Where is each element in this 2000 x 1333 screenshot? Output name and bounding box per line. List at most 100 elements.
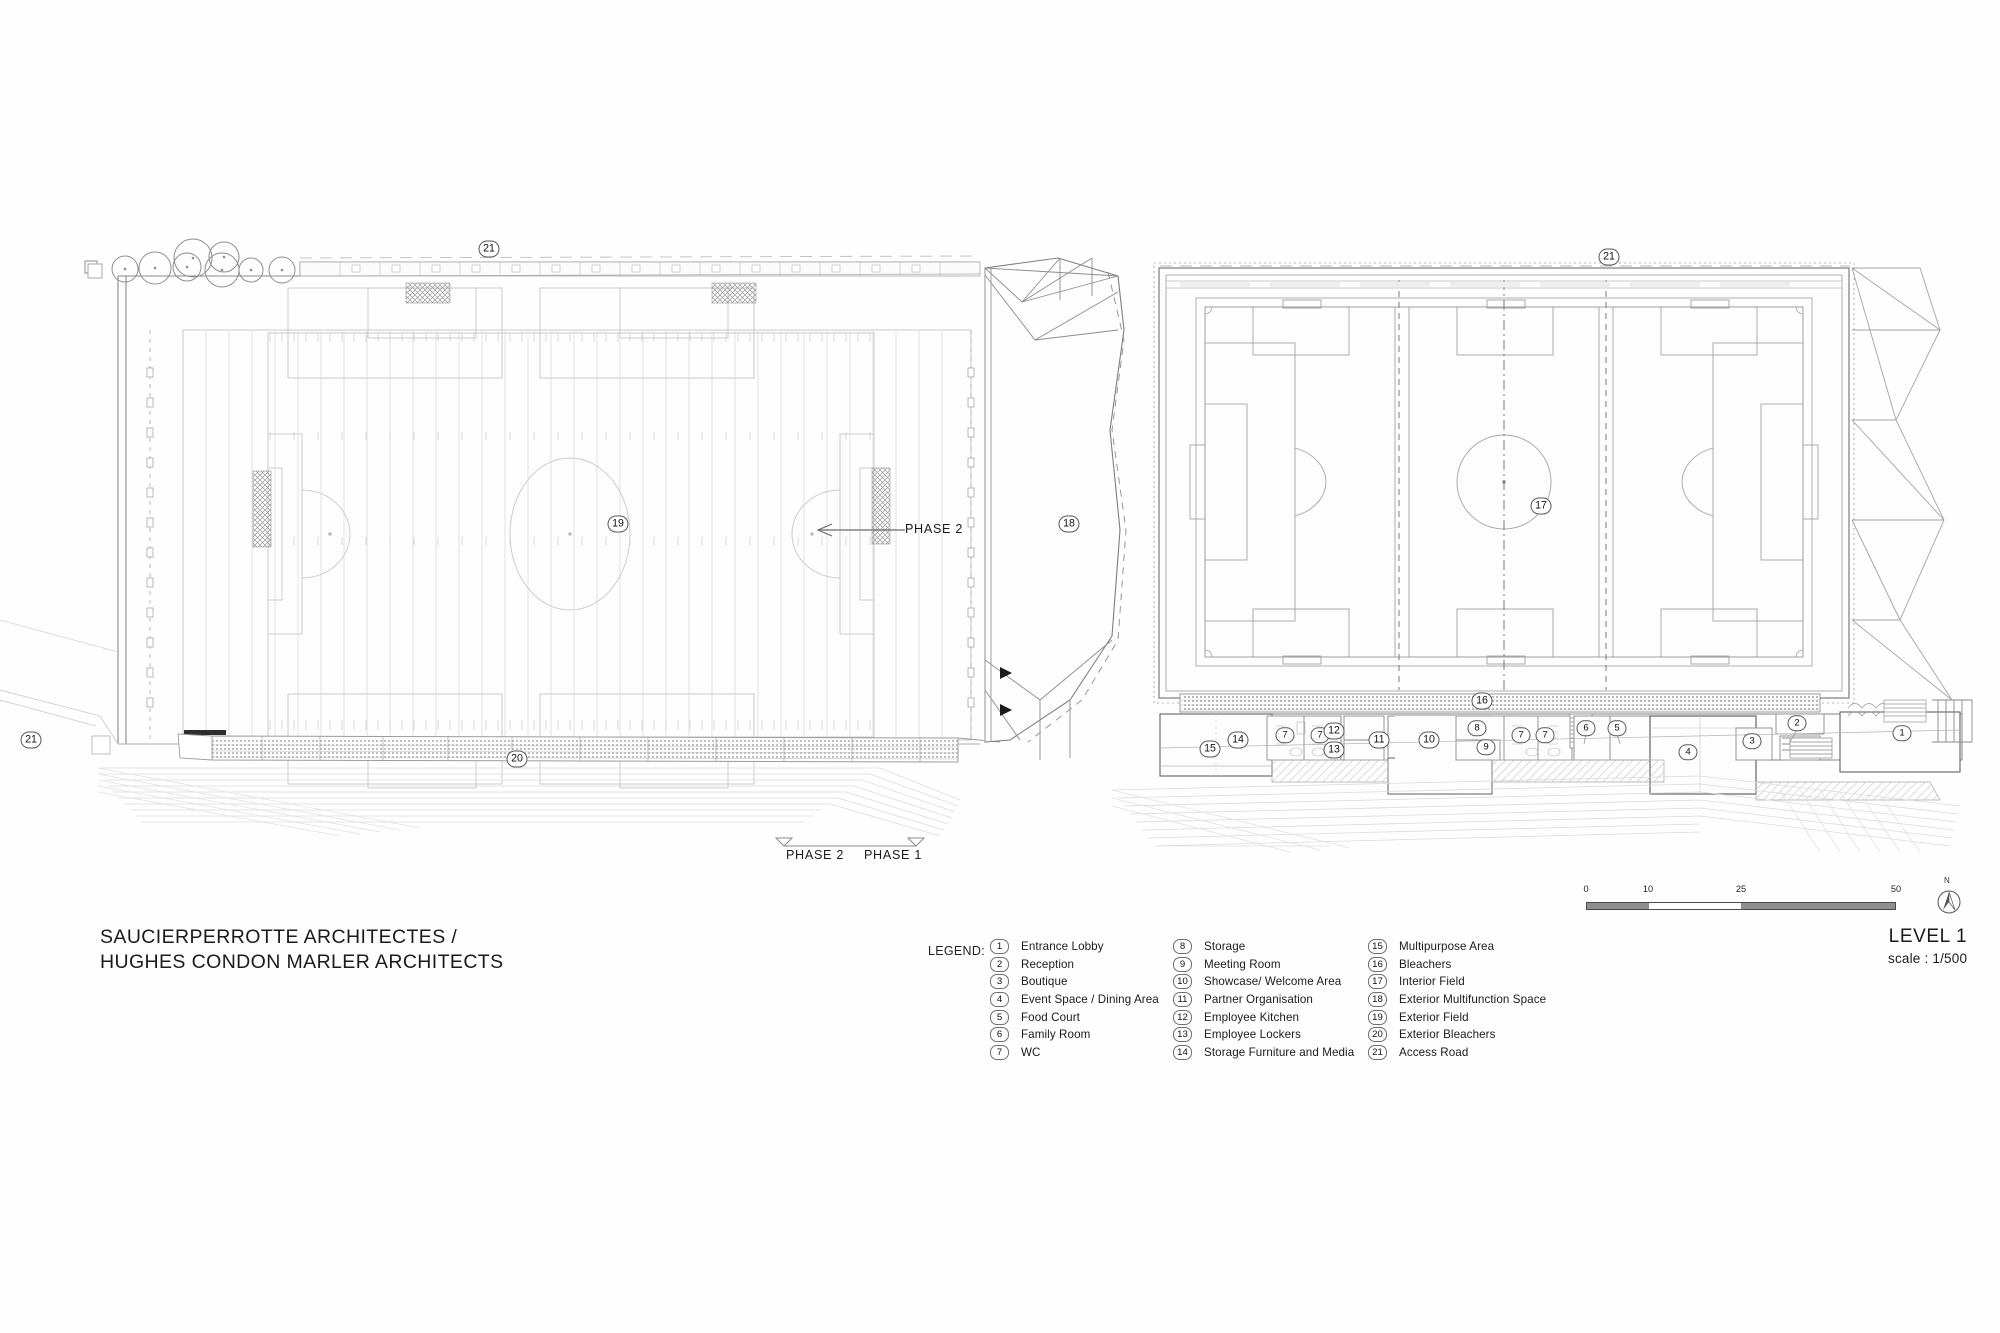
level-label: LEVEL 1: [1888, 926, 1968, 947]
legend-number: 16: [1368, 956, 1387, 972]
terrain-fan-right: [1111, 789, 1921, 853]
site-boundary-west: [0, 619, 119, 755]
tag-8-storage: 8: [1467, 720, 1487, 736]
legend-label: Storage Furniture and Media: [1204, 1045, 1355, 1059]
legend-row: 18 Exterior Multifunction Space: [1368, 991, 1546, 1009]
tag-16-bleachers: 16: [1471, 692, 1493, 710]
corner-reference-box: [87, 263, 103, 279]
room-11-extension: [1387, 757, 1493, 795]
legend-number: 20: [1368, 1027, 1387, 1043]
tag-10-showcase: 10: [1418, 731, 1440, 749]
legend-number: 15: [1368, 939, 1387, 955]
firm-line-1: SAUCIERPERROTTE ARCHITECTES /: [100, 926, 458, 948]
legend-label: Storage: [1204, 940, 1246, 954]
legend-label: Exterior Field: [1399, 1010, 1469, 1024]
legend-row: 17 Interior Field: [1368, 973, 1546, 991]
wc-fixtures-b: [1512, 725, 1561, 757]
tag-21-top-left: 21: [478, 240, 500, 258]
firm-line-2: HUGHES CONDON MARLER ARCHITECTS: [100, 951, 504, 973]
legend-label: Entrance Lobby: [1021, 940, 1104, 954]
lobby-curtain-detail: [1847, 703, 1891, 717]
label-phase2-key: PHASE 2: [785, 848, 845, 862]
legend-number: 2: [990, 956, 1009, 972]
tag-9-meeting: 9: [1476, 739, 1496, 755]
label-phase2-field: PHASE 2: [904, 522, 964, 536]
legend-label: Food Court: [1021, 1010, 1080, 1024]
tag-19-ext-field: 19: [607, 515, 629, 533]
legend-label: Interior Field: [1399, 975, 1465, 989]
view-direction-markers: [1000, 667, 1012, 716]
legend-number: 17: [1368, 974, 1387, 990]
tag-3-boutique: 3: [1742, 733, 1762, 749]
multifunction-dashed-edge: [1027, 271, 1127, 743]
tag-21-top-right: 21: [1598, 248, 1620, 266]
legend-label: Exterior Multifunction Space: [1399, 993, 1547, 1007]
terrain-contours-right: [1111, 775, 1961, 847]
legend-number: 1: [990, 939, 1009, 955]
scale-bar-graphic: [1586, 902, 1896, 910]
access-road-north-left: [299, 255, 981, 259]
legend-number: 5: [990, 1009, 1009, 1025]
exterior-field-outline: [182, 329, 972, 741]
terrain-fan-left: [97, 767, 421, 837]
legend-row: 21 Access Road: [1368, 1044, 1546, 1062]
north-arrow-icon: [1937, 890, 1961, 914]
legend-column-1: 1 Entrance Lobby 2 Reception 3 Boutique 4 Event…: [990, 938, 1159, 1061]
tag-13-lockers: 13: [1323, 741, 1345, 759]
legend-number: 4: [990, 992, 1009, 1008]
legend-number: 3: [990, 974, 1009, 990]
legend-label: Partner Organisation: [1204, 993, 1313, 1007]
legend-label: Meeting Room: [1204, 957, 1281, 971]
legend-row: 2 Reception: [990, 956, 1159, 974]
legend-number: 10: [1173, 974, 1192, 990]
legend-label: Showcase/ Welcome Area: [1204, 975, 1342, 989]
legend-number: 19: [1368, 1009, 1387, 1025]
legend-number: 21: [1368, 1044, 1387, 1060]
tree-symbols: [84, 238, 296, 288]
interior-bleachers-16: [1179, 693, 1821, 713]
legend-label: Event Space / Dining Area: [1021, 993, 1159, 1007]
legend-row: 19 Exterior Field: [1368, 1008, 1546, 1026]
level-title-block: LEVEL 1 scale : 1/500: [1888, 926, 1967, 966]
terrain-contours-left: [98, 767, 961, 837]
tag-7d-wc: 7: [1535, 727, 1555, 743]
legend-row: 4 Event Space / Dining Area: [990, 991, 1159, 1009]
left-fence-posts: [146, 367, 975, 708]
legend-label: Boutique: [1021, 975, 1068, 989]
legend-row: 3 Boutique: [990, 973, 1159, 991]
pitch-dividers: [1398, 280, 1607, 690]
legend-label: Employee Kitchen: [1204, 1010, 1300, 1024]
tag-18-multifunc: 18: [1058, 515, 1080, 533]
scale-label: scale : 1/500: [1888, 951, 1968, 966]
legend-number: 18: [1368, 992, 1387, 1008]
scale-tick: 10: [1642, 884, 1654, 894]
tag-20-ext-bleach: 20: [506, 750, 528, 768]
program-bar-guidelines: [1159, 729, 1963, 767]
legend-label: Access Road: [1399, 1045, 1469, 1059]
legend-label: Reception: [1021, 957, 1075, 971]
legend-label: Bleachers: [1399, 957, 1452, 971]
legend-label: Exterior Bleachers: [1399, 1028, 1496, 1042]
legend-number: 13: [1173, 1027, 1192, 1043]
exterior-bleachers: [177, 730, 1001, 763]
legend-number: 11: [1173, 992, 1192, 1008]
phase-split-marker: [774, 837, 926, 847]
tag-4-event: 4: [1678, 744, 1698, 760]
legend-row: 10 Showcase/ Welcome Area: [1173, 973, 1354, 991]
field-hash-marks: [269, 332, 871, 730]
access-road-west: [0, 689, 119, 745]
legend-title: LEGEND:: [928, 944, 985, 958]
